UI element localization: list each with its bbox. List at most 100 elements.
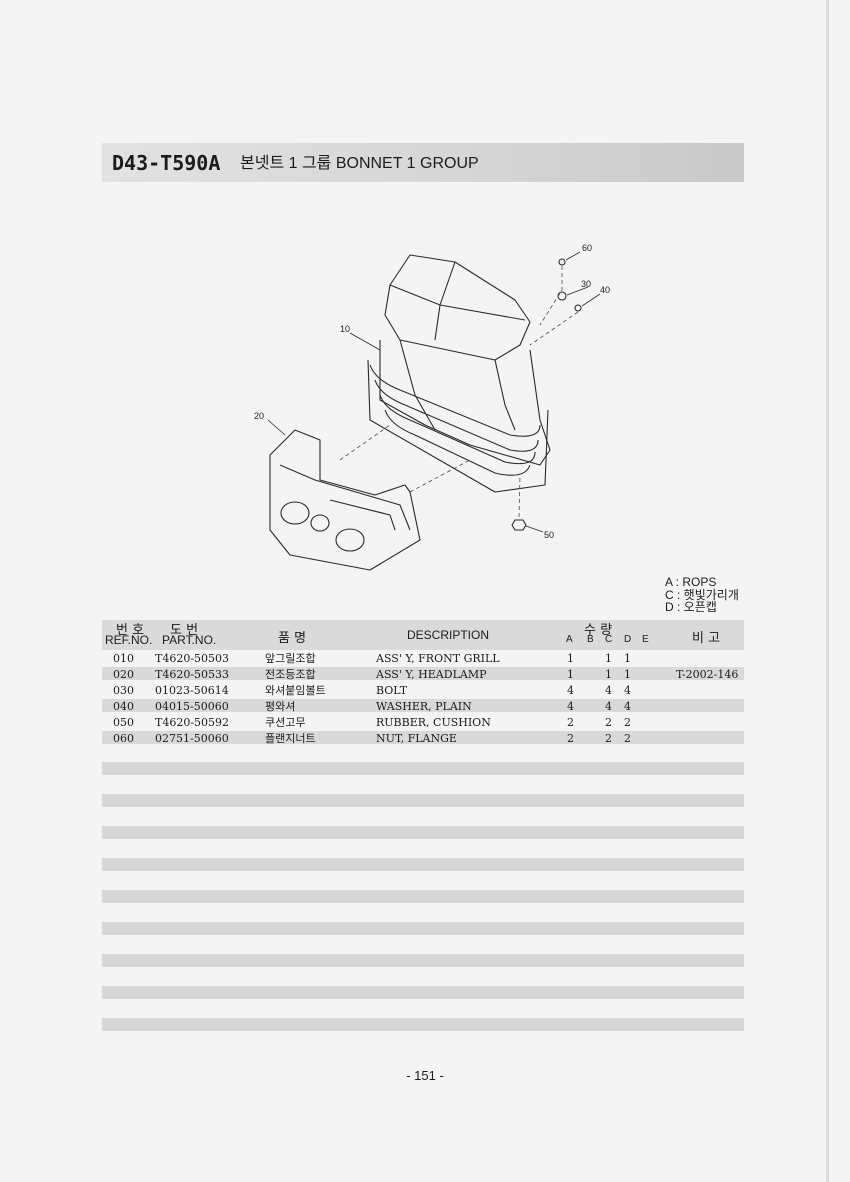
- nut-50: [511, 519, 527, 531]
- grill-slat-4: [384, 409, 531, 476]
- row-ref: 040: [113, 700, 134, 713]
- header-no-ko: 번 호: [116, 623, 145, 638]
- right-lamp: [335, 528, 365, 552]
- empty-row-stripe: [102, 986, 744, 999]
- row-ref: 060: [113, 732, 134, 745]
- header-qty-e: E: [642, 634, 649, 645]
- row-qty-c: 2: [605, 716, 612, 729]
- header-part-no: PART.NO.: [162, 633, 217, 647]
- callout-60: 60: [582, 243, 592, 253]
- row-band-2: [102, 667, 744, 680]
- callout-30: 30: [581, 279, 591, 289]
- row-part: T4620-50592: [155, 716, 230, 729]
- row-qty-a: 2: [567, 716, 574, 729]
- row-qty-d: 4: [624, 700, 631, 713]
- row-qty-c: 1: [605, 668, 612, 681]
- row-part: 02751-50060: [155, 732, 229, 745]
- grill-slat-3: [379, 394, 536, 465]
- row-name: 와셔붙임볼트: [265, 684, 326, 697]
- row-band-4: [102, 699, 744, 712]
- left-lamp: [280, 501, 310, 525]
- row-qty-d: 1: [624, 652, 631, 665]
- table-header-band: [102, 620, 744, 650]
- grill-slat-1: [369, 364, 541, 437]
- row-desc: BOLT: [376, 684, 408, 697]
- row-qty-d: 2: [624, 732, 631, 745]
- empty-row-stripe: [102, 922, 744, 935]
- group-title: 본넷트 1 그룹 BONNET 1 GROUP: [240, 155, 479, 172]
- row-name: 평와셔: [265, 700, 296, 713]
- row-qty-c: 4: [605, 700, 612, 713]
- row-band-6: [102, 731, 744, 744]
- row-remark: T-2002-146: [676, 668, 739, 681]
- grill-body: [379, 340, 551, 466]
- grill-slat-2: [374, 379, 539, 452]
- header-ref-no: REF.NO.: [105, 633, 153, 647]
- hood-outline: [384, 254, 531, 361]
- row-ref: 050: [113, 716, 134, 729]
- row-name: 쿠션고무: [265, 716, 306, 729]
- row-qty-c: 1: [605, 652, 612, 665]
- empty-row-stripe: [102, 954, 744, 967]
- row-qty-a: 2: [567, 732, 574, 745]
- row-part: T4620-50533: [155, 668, 230, 681]
- row-qty-a: 4: [567, 684, 574, 697]
- headlamp-housing: [269, 429, 421, 571]
- row-ref: 030: [113, 684, 134, 697]
- empty-row-stripe: [102, 826, 744, 839]
- row-qty-a: 4: [567, 700, 574, 713]
- title-band: [102, 143, 744, 182]
- washer-40: [574, 304, 582, 312]
- row-name: 플랜지너트: [265, 732, 316, 745]
- cushion-60: [558, 258, 566, 266]
- header-qty-d: D: [624, 634, 632, 645]
- header-remarks-ko: 비 고: [692, 631, 721, 646]
- group-code: D43-T590A: [112, 151, 221, 175]
- callout-20: 20: [254, 411, 264, 421]
- row-ref: 010: [113, 652, 134, 665]
- row-desc: RUBBER, CUSHION: [376, 716, 491, 729]
- header-qty-c: C: [605, 634, 613, 645]
- header-part-ko: 도 번: [170, 623, 199, 638]
- page-number: - 151 -: [406, 1068, 444, 1083]
- header-name-ko: 품 명: [278, 631, 307, 646]
- hood-ridge: [434, 261, 456, 341]
- row-desc: ASS' Y, HEADLAMP: [376, 668, 487, 681]
- callout-40: 40: [600, 285, 610, 295]
- legend-c: C : 햇빛가리개: [665, 587, 739, 602]
- empty-row-stripe: [102, 1018, 744, 1031]
- variant-legend: A : ROPS C : 햇빛가리개 D : 오픈캡: [665, 576, 755, 614]
- row-part: 01023-50614: [155, 684, 229, 697]
- row-qty-c: 2: [605, 732, 612, 745]
- row-desc: ASS' Y, FRONT GRILL: [376, 652, 500, 665]
- legend-a: A : ROPS: [665, 575, 717, 589]
- bolt-30: [557, 291, 567, 301]
- header-qty-b: B: [587, 634, 594, 645]
- row-desc: WASHER, PLAIN: [376, 700, 472, 713]
- row-qty-a: 1: [567, 652, 574, 665]
- callout-10: 10: [340, 324, 350, 334]
- empty-row-stripe: [102, 858, 744, 871]
- row-name: 전조등조합: [265, 668, 316, 681]
- header-description: DESCRIPTION: [407, 628, 490, 642]
- row-qty-d: 2: [624, 716, 631, 729]
- center-lamp: [310, 514, 330, 532]
- row-qty-d: 1: [624, 668, 631, 681]
- bonnet-drawing: 10 20 30 40 50 60: [254, 243, 610, 571]
- row-name: 앞그릴조합: [265, 652, 316, 665]
- row-ref: 020: [113, 668, 134, 681]
- row-part: T4620-50503: [155, 652, 230, 665]
- header-qty-ko: 수 량: [584, 623, 613, 638]
- page-edge: [826, 0, 829, 1182]
- row-qty-c: 4: [605, 684, 612, 697]
- empty-row-stripe: [102, 890, 744, 903]
- row-desc: NUT, FLANGE: [376, 732, 457, 745]
- callout-50: 50: [544, 530, 554, 540]
- header-qty-a: A: [566, 634, 573, 645]
- row-qty-a: 1: [567, 668, 574, 681]
- exploded-diagram: 10 20 30 40 50 60: [240, 230, 620, 580]
- legend-d: D : 오픈캡: [665, 600, 717, 614]
- row-part: 04015-50060: [155, 700, 229, 713]
- hood-fold: [389, 284, 526, 321]
